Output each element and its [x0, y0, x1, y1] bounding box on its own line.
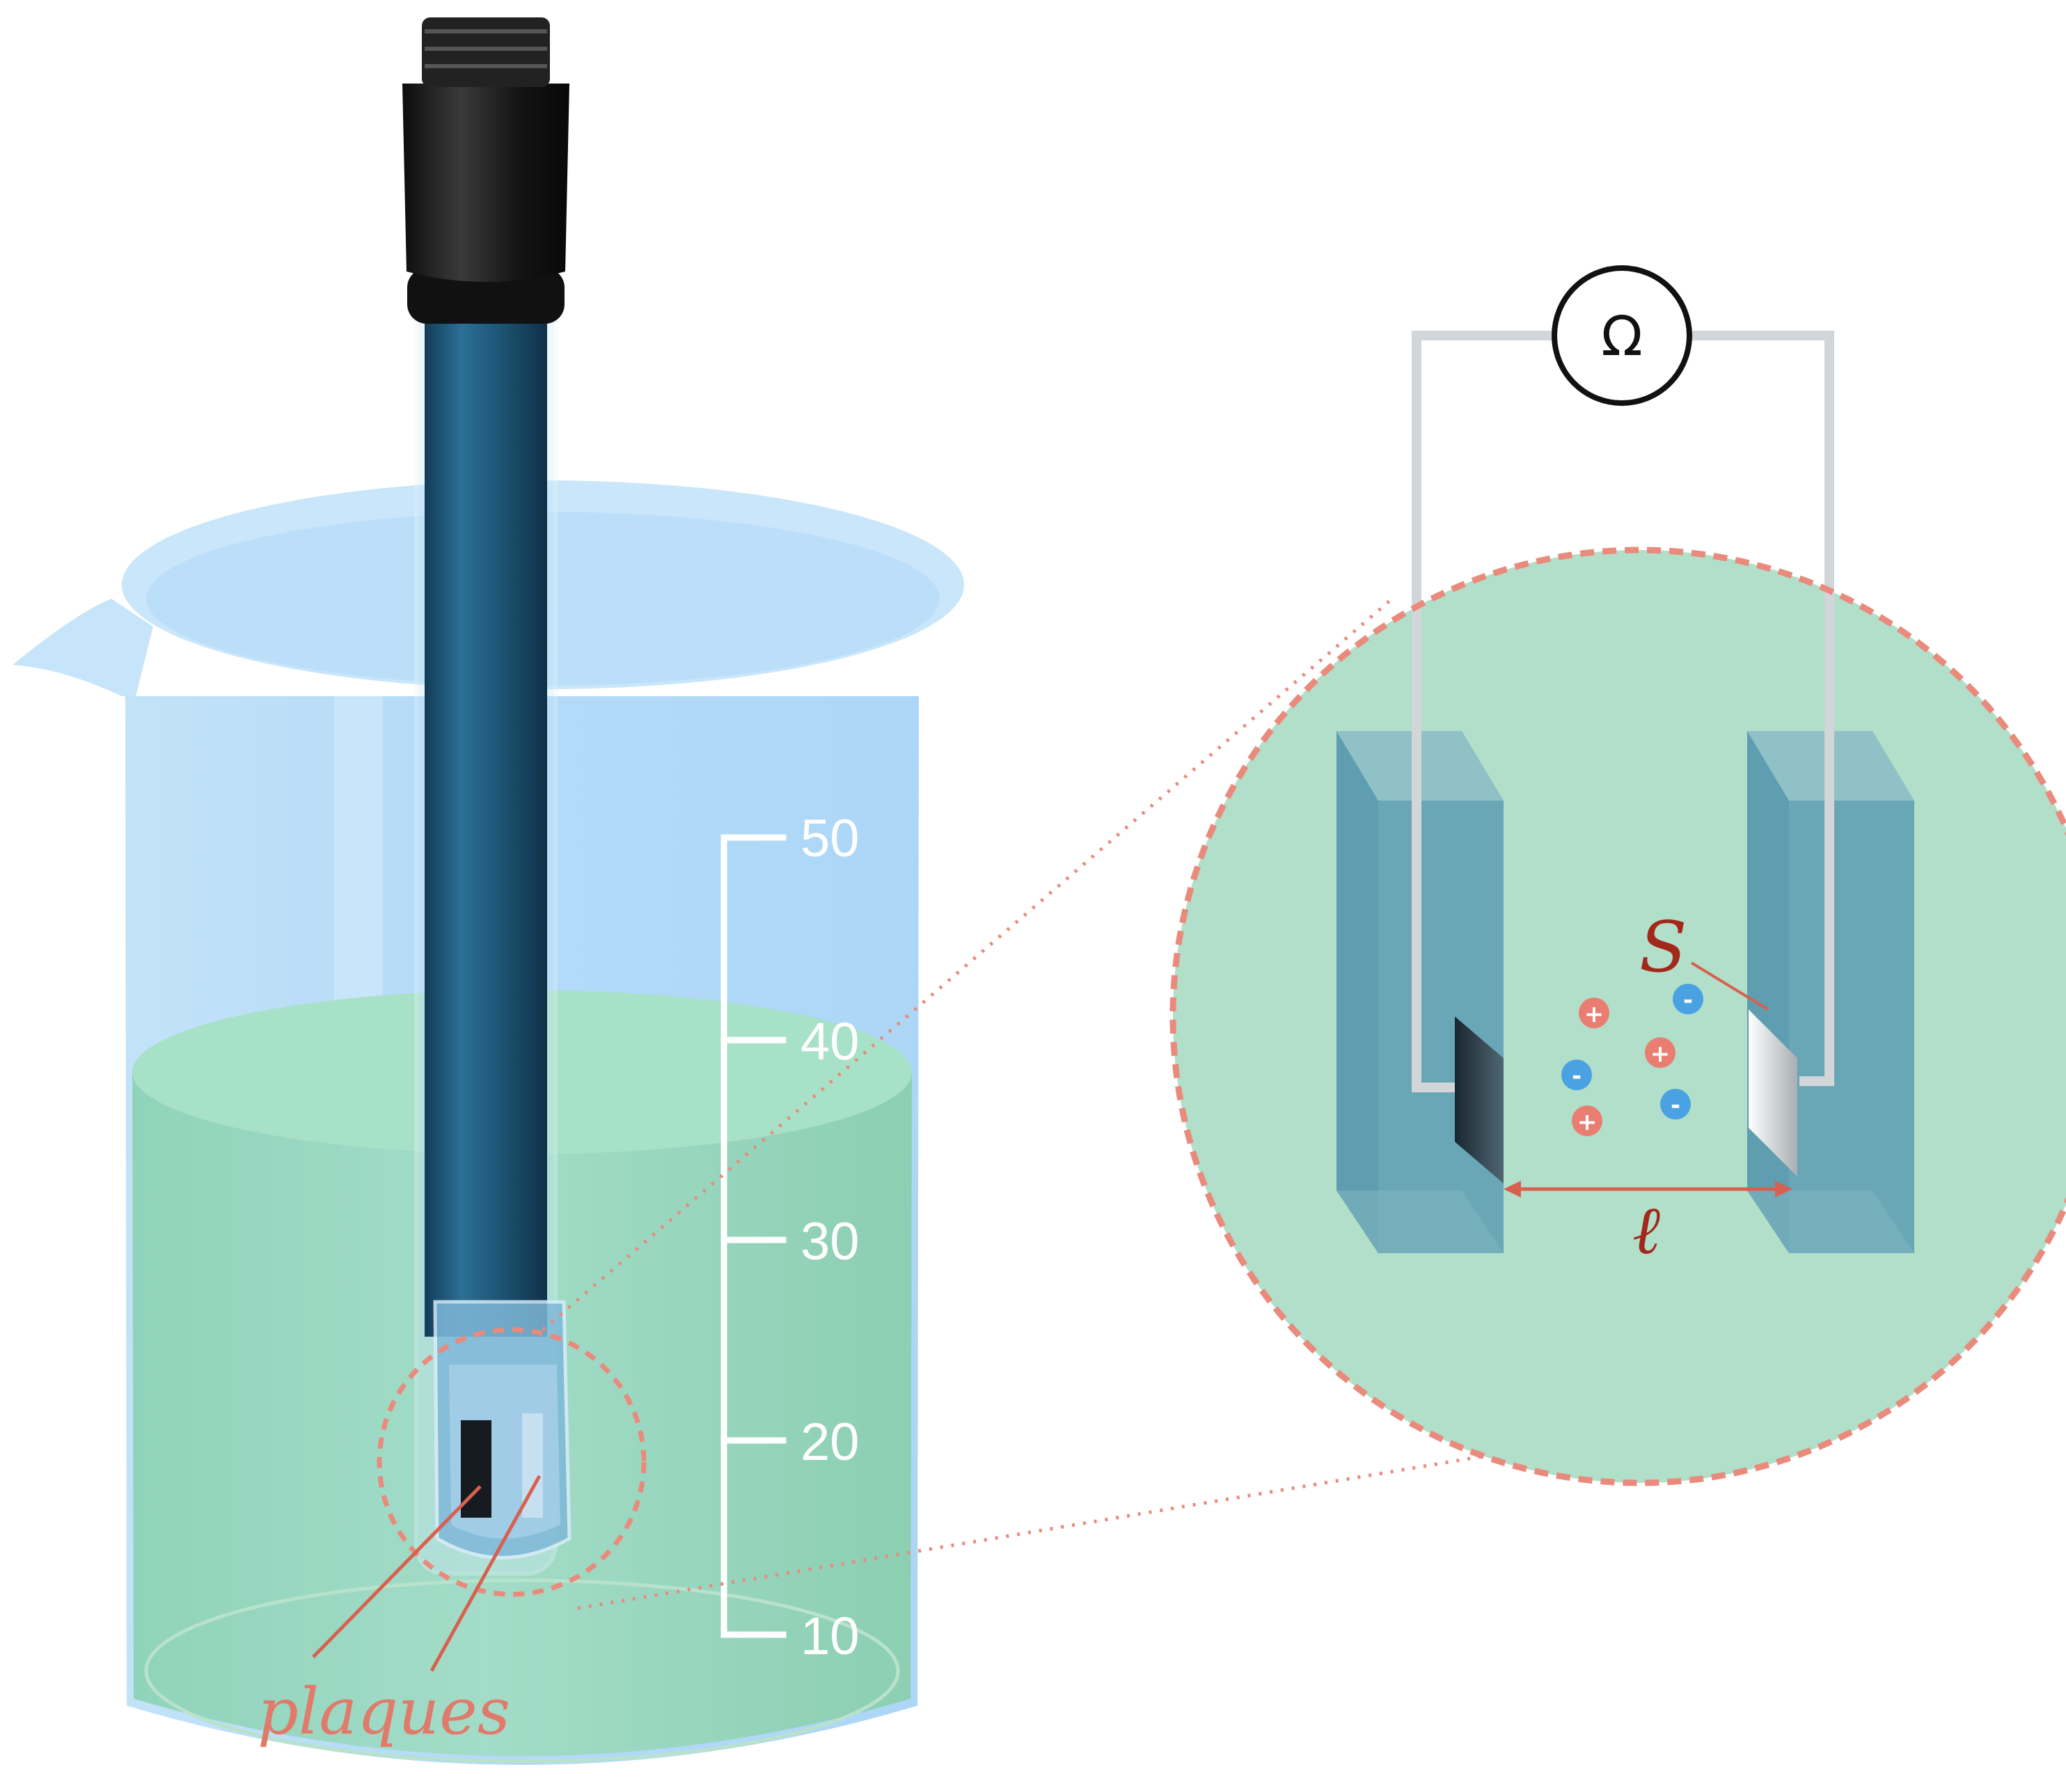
beaker-spout [13, 599, 153, 696]
length-label: ℓ [1632, 1191, 1660, 1269]
probe-rod [425, 292, 547, 1337]
beaker-bottom [144, 1578, 900, 1763]
plates-annotation [312, 1475, 542, 1672]
ohmmeter-symbol: Ω [1601, 306, 1643, 368]
scale-label-10: 10 [801, 1607, 860, 1666]
svg-text:-: - [1671, 1092, 1680, 1119]
ions: + + + - - - [1561, 984, 1703, 1136]
scale-label-40: 40 [801, 1012, 860, 1071]
left-block-bottom [1336, 1190, 1504, 1253]
svg-text:-: - [1572, 1062, 1582, 1090]
probe-cap [402, 84, 569, 282]
right-block-bottom [1747, 1190, 1914, 1253]
conductivity-probe [402, 17, 571, 1575]
svg-text:-: - [1683, 987, 1693, 1014]
plates-label: plaques [258, 1674, 510, 1749]
right-wire [1692, 331, 1834, 1086]
left-block-front [1336, 731, 1378, 1253]
surface-leader [1690, 961, 1769, 1011]
anion-3: - [1660, 1089, 1691, 1119]
plates-leader-1 [312, 1485, 482, 1658]
probe-thread [422, 17, 550, 87]
anion-1: - [1673, 984, 1703, 1014]
svg-text:+: + [1584, 1000, 1604, 1028]
ohmmeter: Ω [1552, 265, 1692, 406]
right-plate [1749, 1009, 1797, 1177]
left-plate [1455, 1016, 1504, 1184]
graduated-scale [720, 834, 787, 1638]
scale-label-30: 30 [801, 1212, 860, 1271]
left-electrode-block [1336, 731, 1504, 1253]
surface-label: S [1639, 906, 1687, 988]
right-block-front [1747, 731, 1789, 1253]
ohmmeter-circle [1552, 265, 1692, 406]
anion-2: - [1561, 1060, 1592, 1090]
left-wire [1412, 331, 1554, 1092]
cation-3: + [1572, 1106, 1602, 1136]
zoom-detail: + + + - - - S [1169, 331, 2066, 1486]
cation-1: + [1579, 998, 1609, 1028]
svg-text:+: + [1650, 1040, 1671, 1068]
plates-leader-2 [429, 1475, 542, 1672]
probe-collar [407, 268, 565, 324]
scale-label-50: 50 [801, 809, 860, 868]
left-block-face [1378, 801, 1504, 1253]
zoom-source-circle [377, 1327, 647, 1597]
scale-label-20: 20 [801, 1413, 860, 1472]
svg-text:+: + [1577, 1108, 1598, 1136]
probe-thread-ridges [425, 29, 547, 68]
right-block-face [1789, 801, 1914, 1253]
length-arrow [1504, 1181, 1792, 1197]
circuit-wires [1412, 331, 1834, 1092]
zoom-connector-lines [542, 597, 1616, 1610]
cation-2: + [1645, 1037, 1675, 1068]
